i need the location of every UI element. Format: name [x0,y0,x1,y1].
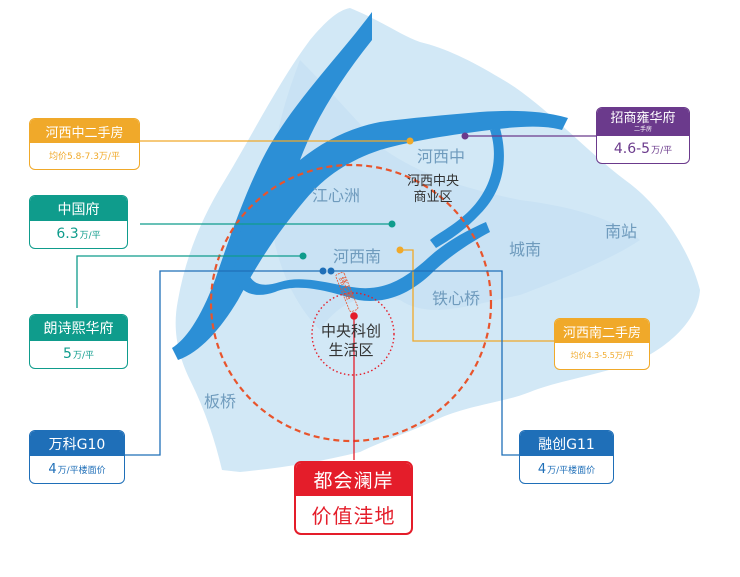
marker-zhongguofu [388,220,396,228]
river-channel [234,200,490,301]
card-zhaoshang-price: 4.6-5 [613,141,651,157]
district-chengnan: 城南 [509,240,542,259]
card-sunac-title: 融创G11 [520,431,613,456]
line-langshixi [76,255,303,308]
marker-langshixi [299,252,307,260]
district-hexinan: 河西南 [333,247,382,266]
cta-box[interactable]: 都会澜岸 价值洼地 [294,461,413,535]
card-hexizhong-secondhand-price: 均价5.8-7.3万/平 [49,152,120,162]
card-vanke-price: 4 [48,461,57,477]
district-hexizhong: 河西中 [417,147,466,166]
card-langshixi-unit: 万/平 [72,350,94,361]
card-zhaoshang-title: 招商雍华府 [610,111,676,126]
cta-line1: 都会澜岸 [296,463,411,496]
card-vanke-title: 万科G10 [30,431,124,456]
marker-zhaoshang [461,132,469,140]
card-vanke-unit: 万/平楼面价 [57,465,106,476]
card-zhaoshang-unit: 万/平 [651,145,673,156]
card-sunac-price: 4 [537,461,547,477]
marker-vanke [319,267,327,275]
card-zhaoshang-header: 招商雍华府 二手房 [597,108,689,136]
district-banqiao: 板桥 [204,392,237,411]
card-zhongguofu-price: 6.3 [56,226,79,242]
core-ring [311,292,395,376]
river-channel-north [430,128,504,248]
cbd-label-line2: 商业区 [413,190,453,205]
district-tiexinqiao: 铁心桥 [432,289,481,308]
cta-line2: 价值洼地 [311,504,396,528]
card-langshixi-title: 朗诗熙华府 [30,315,127,341]
district-jiangxinzhou: 江心洲 [312,186,361,205]
core-label-line1: 中央科创 [320,322,381,340]
line-vanke [95,270,323,456]
card-hexinan-secondhand[interactable]: 河西南二手房 均价4.3-5.5万/平 [554,318,650,370]
marker-sunac [327,267,335,275]
card-zhaoshang-subtitle: 二手房 [633,126,652,133]
card-zhongguofu-unit: 万/平 [79,230,101,241]
district-nanzhan: 南站 [605,222,638,241]
line-hexinan-secondhand [400,249,554,342]
card-hexinan-secondhand-title: 河西南二手房 [555,319,649,343]
cbd-label: 河西中央 商业区 [401,174,465,206]
core-label: 中央科创 生活区 [310,322,392,360]
core-label-line2: 生活区 [328,341,374,359]
marker-hexizhong-secondhand [406,137,414,145]
radius-ring [209,163,493,443]
cbd-label-line1: 河西中央 [406,174,459,189]
line-sunac [331,270,524,456]
card-hexizhong-secondhand-title: 河西中二手房 [30,119,139,143]
river-yangtze [172,12,568,360]
card-hexizhong-secondhand[interactable]: 河西中二手房 均价5.8-7.3万/平 [29,118,140,170]
card-zhongguofu-title: 中国府 [30,196,127,221]
card-hexinan-secondhand-price: 均价4.3-5.5万/平 [570,351,634,360]
card-sunac-unit: 万/平楼面价 [547,465,596,476]
card-langshixi-price: 5 [63,346,72,362]
marker-core [350,312,358,320]
marker-hexinan-secondhand [396,246,404,254]
